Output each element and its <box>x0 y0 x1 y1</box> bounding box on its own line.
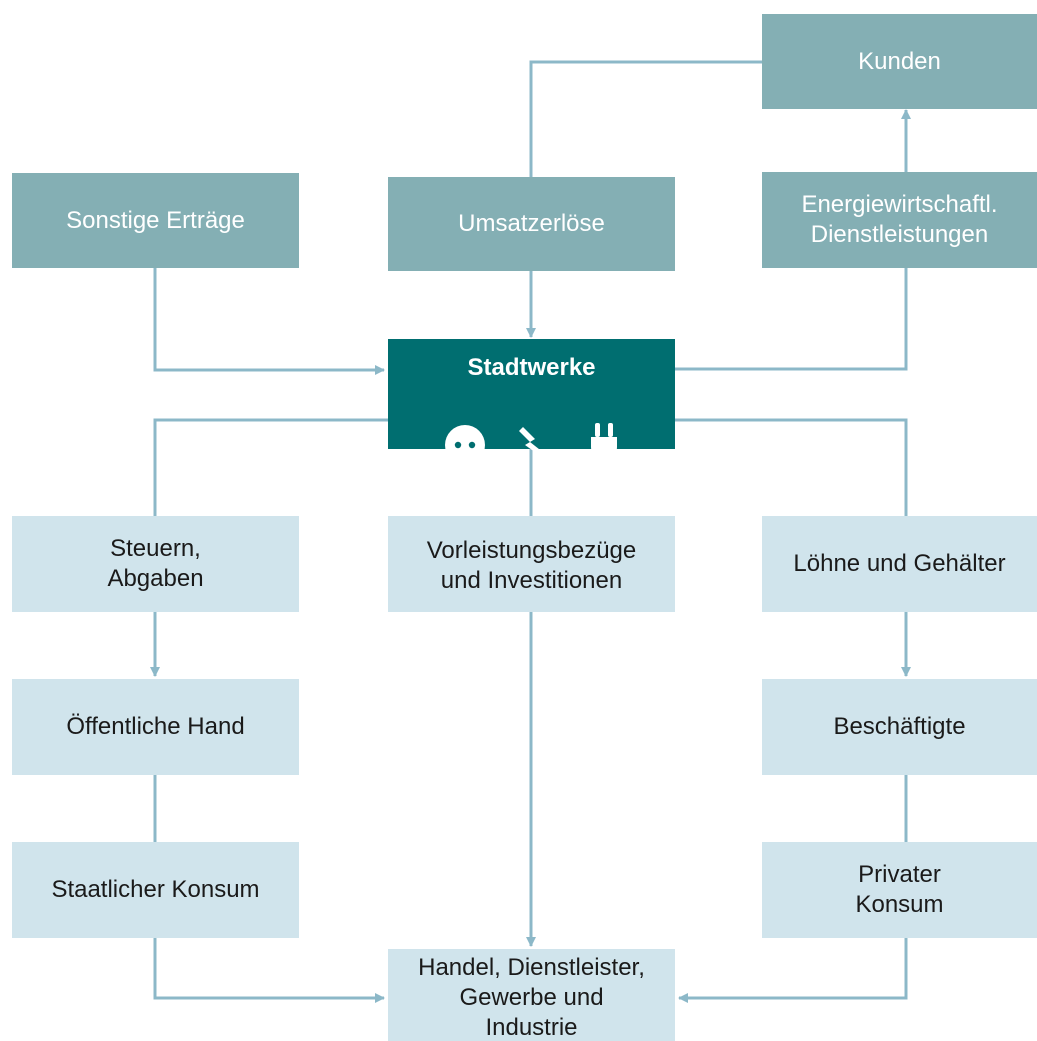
node-handel-dienstleister: Handel, Dienstleister, Gewerbe und Indus… <box>388 949 675 1041</box>
node-energiewirtschaftl: Energiewirtschaftl. Dienstleistungen <box>762 172 1037 268</box>
node-staatlicher-konsum: Staatlicher Konsum <box>12 842 299 938</box>
lightning-icon <box>517 393 557 497</box>
connector-privat-handel <box>678 938 908 1003</box>
node-umsatzerloese: Umsatzerlöse <box>388 177 675 271</box>
node-sonstige-ertraege: Sonstige Erträge <box>12 173 299 268</box>
node-beschaeftigte: Beschäftigte <box>762 679 1037 775</box>
connector-staatlich-handel <box>153 938 385 1003</box>
node-stadtwerke: Stadtwerke <box>388 339 675 467</box>
node-kunden: Kunden <box>762 14 1037 109</box>
node-privater-konsum: Privater Konsum <box>762 842 1037 938</box>
node-vorleistungsbezuege: Vorleistungsbezüge und Investitionen <box>388 516 675 612</box>
socket-icon <box>443 393 487 497</box>
plug-icon <box>587 391 621 499</box>
connector-stadtwerke-steuern <box>153 418 388 516</box>
node-loehne-gehaelter: Löhne und Gehälter <box>762 516 1037 612</box>
connector-stadtwerke-energie <box>675 268 908 371</box>
stadtwerke-icons <box>443 391 621 499</box>
stadtwerke-title: Stadtwerke <box>467 354 596 381</box>
connector-kunden-umsatzerloese <box>529 60 762 177</box>
connector-stadtwerke-loehne <box>675 418 908 516</box>
node-steuern-abgaben: Steuern, Abgaben <box>12 516 299 612</box>
connector-sonstige-stadtwerke <box>153 268 385 375</box>
node-oeffentliche-hand: Öffentliche Hand <box>12 679 299 775</box>
